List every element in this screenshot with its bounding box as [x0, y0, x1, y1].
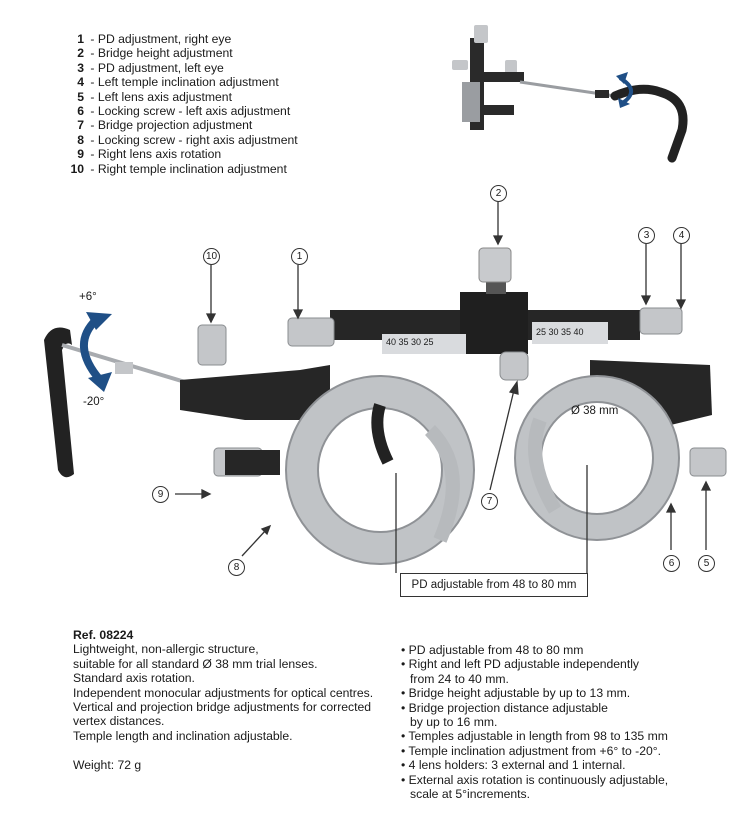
callout-8: 8: [228, 559, 245, 576]
legend-item: 9 - Right lens axis rotation: [77, 147, 222, 162]
spec-bullet-continuation: from 24 to 40 mm.: [410, 671, 509, 686]
legend-item: 4 - Left temple inclination adjustment: [77, 75, 279, 90]
callout-7: 7: [481, 493, 498, 510]
callout-5: 5: [698, 555, 715, 572]
spec-bullet-continuation: by up to 16 mm.: [410, 715, 498, 730]
inclination-minus-label: -20°: [83, 396, 105, 408]
legend-item: 2 - Bridge height adjustment: [77, 46, 233, 61]
legend-item: 6 - Locking screw - left axis adjustment: [77, 104, 291, 119]
spec-bullet: • Bridge projection distance adjustable: [401, 700, 608, 715]
spec-line: suitable for all standard Ø 38 mm trial …: [73, 656, 318, 671]
spec-line: vertex distances.: [73, 714, 165, 729]
callout-2: 2: [490, 185, 507, 202]
spec-bullets: • PD adjustable from 48 to 80 mm • Right…: [401, 643, 668, 801]
pd-range-box: PD adjustable from 48 to 80 mm: [400, 573, 588, 597]
spec-bullet-continuation: scale at 5°increments.: [410, 787, 531, 802]
side-view-drawing: [452, 25, 688, 163]
inclination-plus-label: +6°: [79, 291, 97, 303]
product-reference: Ref. 08224: [73, 628, 134, 642]
spec-line: Standard axis rotation.: [73, 671, 195, 686]
spec-bullet: • Right and left PD adjustable independe…: [401, 657, 640, 672]
callout-9: 9: [152, 486, 169, 503]
callout-10: 10: [203, 248, 220, 265]
spec-line: Temple length and inclination adjustable…: [73, 728, 293, 743]
spec-bullet: • Temple inclination adjustment from +6°…: [401, 743, 662, 758]
legend-item: 3 - PD adjustment, left eye: [77, 60, 224, 75]
legend-item: 5 - Left lens axis adjustment: [77, 89, 232, 104]
callout-1: 1: [291, 248, 308, 265]
weight-line: Weight: 72 g: [73, 757, 142, 772]
spec-line: Independent monocular adjustments for op…: [73, 685, 374, 700]
callout-3: 3: [638, 227, 655, 244]
spec-description: Ref. 08224 Lightweight, non-allergic str…: [73, 628, 373, 772]
legend-item: 8 - Locking screw - right axis adjustmen…: [77, 132, 298, 147]
legend-item: 7 - Bridge projection adjustment: [77, 118, 253, 133]
legend-item: 1 - PD adjustment, right eye: [77, 32, 232, 46]
legend-list: 1 - PD adjustment, right eye 2 - Bridge …: [70, 32, 298, 176]
callout-4: 4: [673, 227, 690, 244]
spec-bullet: • Bridge height adjustable by up to 13 m…: [401, 686, 631, 701]
main-frame-drawing: [44, 202, 727, 573]
pd-scale-left: 25 30 35 40: [536, 327, 584, 337]
lens-diameter-label: Ø 38 mm: [571, 405, 619, 417]
spec-bullet: • 4 lens holders: 3 external and 1 inter…: [401, 758, 626, 773]
spec-bullet: • External axis rotation is continuously…: [401, 772, 669, 787]
spec-line: Lightweight, non-allergic structure,: [73, 642, 259, 657]
spec-bullet: • Temples adjustable in length from 98 t…: [401, 729, 668, 744]
spec-bullet: • PD adjustable from 48 to 80 mm: [401, 643, 584, 657]
spec-line: Vertical and projection bridge adjustmen…: [73, 700, 372, 715]
legend-item: 10 - Right temple inclination adjustment: [70, 161, 287, 176]
callout-6: 6: [663, 555, 680, 572]
pd-scale-right: 40 35 30 25: [386, 337, 434, 347]
